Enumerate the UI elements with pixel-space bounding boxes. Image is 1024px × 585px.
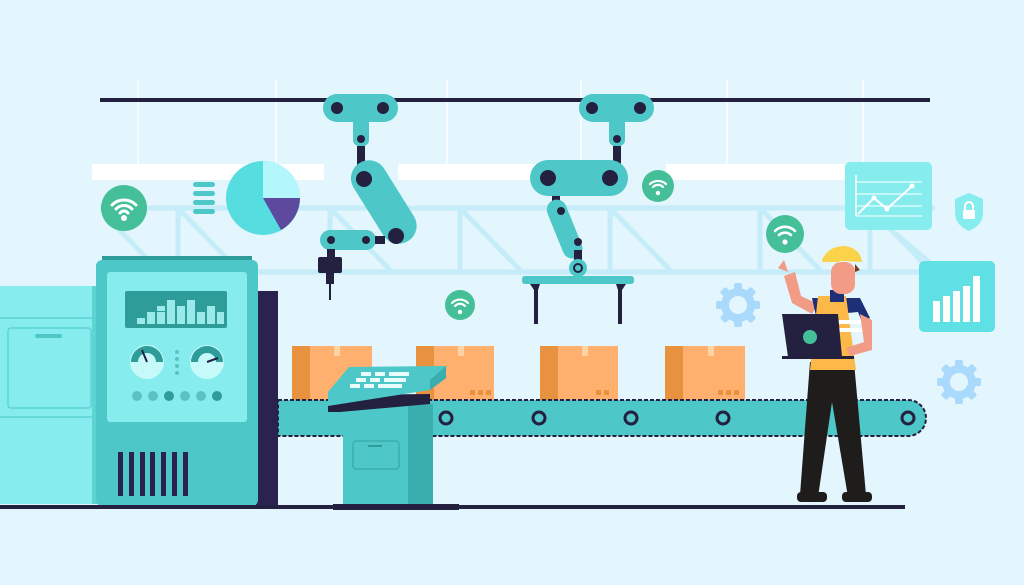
ceiling-lines [137, 80, 864, 168]
wifi-icon [642, 170, 674, 202]
wifi-icon [766, 215, 804, 253]
side-cabinet [0, 286, 104, 504]
control-machine [96, 256, 278, 507]
line-chart-panel [845, 162, 932, 230]
robot-arm-drill [318, 94, 417, 300]
indicator-lights [132, 391, 222, 401]
gauge-right [190, 345, 224, 379]
floor-line [0, 505, 905, 509]
wifi-icon [101, 185, 147, 231]
gauge-left [130, 345, 164, 379]
worker [778, 246, 872, 502]
terminal-keypad [350, 372, 409, 388]
vent-grille [118, 452, 188, 496]
overhead-rail [100, 98, 930, 102]
cardboard-box [540, 346, 618, 400]
equalizer-display [137, 300, 224, 324]
touch-terminal [328, 366, 459, 510]
gear-icon [716, 283, 760, 327]
bar-chart-panel [919, 261, 995, 332]
pie-chart-icon [226, 161, 300, 235]
wifi-icon [445, 290, 475, 320]
gear-icon [937, 360, 981, 404]
cardboard-box [665, 346, 745, 400]
ceiling-light-bars [92, 164, 866, 180]
shield-lock-icon [955, 193, 983, 231]
list-icon [193, 182, 215, 214]
robot-arm-gripper [522, 94, 654, 324]
